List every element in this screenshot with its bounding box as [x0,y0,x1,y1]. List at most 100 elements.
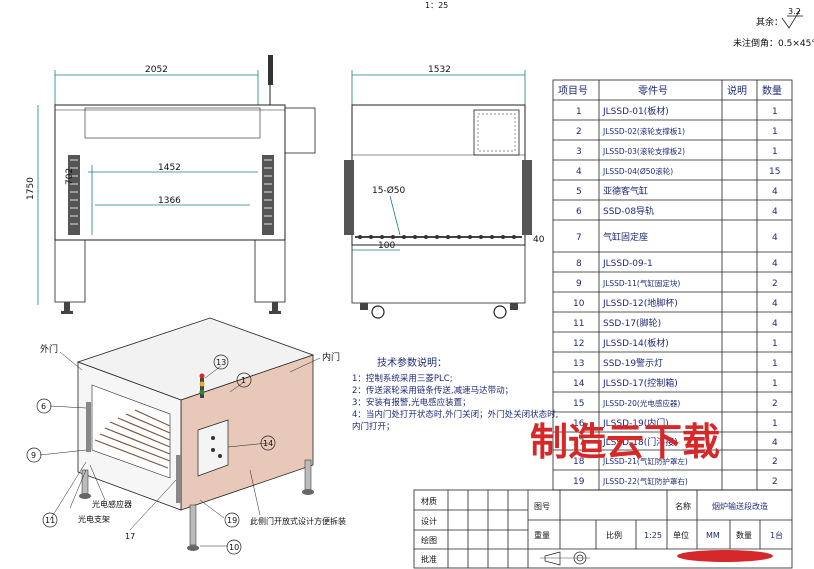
bom-header-desc: 说明 [727,84,747,97]
label-side-door-note: 此侧门开放式设计方便拆装 [250,516,346,526]
bom-row-part: JLSSD-03(滚轮支撑板2) [602,146,685,156]
bom-row-no: 8 [576,259,582,269]
balloon-14: 14 [263,439,273,448]
svg-text:烟炉输送段改造: 烟炉输送段改造 [712,501,768,511]
roughness-label: 其余： [756,16,783,28]
svg-text:绘图: 绘图 [421,535,437,545]
label-outer-door: 外门 [40,343,58,355]
dim-roller-width: 1366 [158,196,181,206]
bom-row-qty: 2 [772,279,778,289]
bom-row-no: 2 [576,127,582,137]
bom-row-no: 13 [573,359,584,369]
iso-view: 外门 内门 光电感应器 光电支架 此侧门开放式设计方便拆装 17 13 1 6 … [26,317,346,555]
bom-row-qty: 2 [772,477,778,487]
svg-text:1:25: 1:25 [644,531,662,540]
bom-row-part: JLSSD-11(气缸固定块) [602,278,680,288]
bom-row-qty: 1 [772,359,778,369]
bom-header-no: 项目号 [558,85,588,97]
bom-row-no: 15 [573,399,584,409]
bom-row-no: 12 [573,339,584,349]
top-scale: 1：25 [425,1,448,10]
warning-light-icon [268,55,273,85]
svg-text:4：当内门处打开状态时,外门关闭；外门处关闭状态时,: 4：当内门处打开状态时,外门关闭；外门处关闭状态时, [352,409,558,420]
front-view: 2052 1750 1452 1366 [26,55,316,314]
svg-text:数量: 数量 [736,530,752,540]
watermark: 制造云下载 [530,420,720,464]
side-view: 1532 15-Ø50 100 40 [344,65,545,319]
bom-row-part: JLSSD-01(板材) [602,105,669,117]
balloon-11: 11 [45,516,55,525]
bom-row-no: 4 [576,167,582,177]
bom-row-no: 11 [573,319,584,329]
balloon-1: 1 [241,376,246,385]
dim-end-gap: 40 [533,235,545,245]
svg-text:批准: 批准 [421,554,437,564]
bom-row-part: JLSSD-20(光电感应器) [602,398,680,408]
bom-row-qty: 1 [772,419,778,429]
bom-row-part: JLSSD-02(滚轮支撑板1) [602,126,685,136]
label-sensor: 光电感应器 [92,499,132,509]
bom-row-part: 气缸固定座 [603,231,648,243]
balloon-9: 9 [31,451,36,460]
svg-text:重量: 重量 [534,530,550,540]
bom-row-no: 10 [573,299,585,309]
dim-inner-height: 702 [65,168,75,185]
redaction-mark [677,550,773,562]
bom-row-part: JLSSD-04(Ø50滚轮) [602,166,673,176]
bom-row-qty: 2 [772,457,778,467]
dim-side-width: 1532 [428,65,451,75]
dim-inner-width: 1452 [158,163,181,173]
bom-row-part: 亚德客气缸 [603,185,648,197]
control-box-side [284,107,316,154]
bom-row-qty: 15 [769,167,780,177]
balloon-6: 6 [41,402,46,411]
svg-text:设计: 设计 [421,516,437,526]
bom-row-no: 17 [573,438,584,448]
bom-row-no: 7 [576,233,582,243]
bom-row-qty: 1 [772,147,778,157]
tech-params-title: 技术参数说明： [377,356,447,369]
bom-row-no: 14 [573,379,585,389]
svg-text:2：传送滚轮采用链条传送,减速马达带动；: 2：传送滚轮采用链条传送,减速马达带动； [352,385,513,396]
bom-row-part: SSD-19警示灯 [603,357,663,369]
bom-row-qty: 4 [772,299,778,309]
bom-row-part: SSD-17(脚轮) [603,317,661,329]
bom-row-qty: 1 [772,107,778,117]
bom-row-qty: 1 [772,127,778,137]
bom-row-qty: 1 [772,339,778,349]
bom-row-part: JLSSD-12(地脚杯) [602,297,678,309]
bom-row-part: JLSSD-19(内门) [602,417,669,429]
bom-row-part: JLSSD-17(控制箱) [602,377,678,389]
bom-row-part: SSD-08导轨 [603,205,654,217]
chamfer-note: 未注倒角：0.5×45° [733,37,814,49]
svg-text:内门打开；: 内门打开； [352,421,395,432]
svg-text:材质: 材质 [421,496,437,506]
bom-row-qty: 4 [772,259,778,269]
bom-row-qty: 1 [772,379,778,389]
bom-row-qty: 4 [772,319,778,329]
bom-header-part: 零件号 [638,85,668,97]
bom-row-part: JLSSD-18(门浮接) [602,436,678,448]
dim-roller-count: 15-Ø50 [372,185,406,196]
svg-text:3：安装有报警,光电感应装置；: 3：安装有报警,光电感应装置； [352,397,471,408]
balloon-17: 17 [125,532,135,541]
bom-row-no: 1 [576,107,582,117]
dim-height: 1750 [26,177,36,200]
bom-row-part: JLSSD-09-1 [602,259,653,269]
bom-row-no: 9 [576,279,582,289]
bom-row-qty: 4 [772,187,778,197]
title-block: 材质 设计 绘图 批准 图号 名称 烟炉输送段改造 重量 比例 1:25 单位 … [413,489,793,569]
label-inner-door: 内门 [322,351,340,363]
roughness-symbol: 3.2 [781,7,803,29]
tech-params: 技术参数说明： 1：控制系统采用三菱PLC; 2：传送滚轮采用链条传送,减速马达… [352,356,558,432]
bom-row-qty: 2 [772,399,778,409]
projection-symbol-icon [540,551,590,566]
control-panel-outline [473,109,520,156]
dim-pitch: 100 [378,241,395,251]
label-bracket: 光电支架 [78,514,110,524]
bom-row-no: 16 [573,419,585,429]
svg-text:单位: 单位 [673,530,689,540]
balloon-13: 13 [216,358,226,367]
